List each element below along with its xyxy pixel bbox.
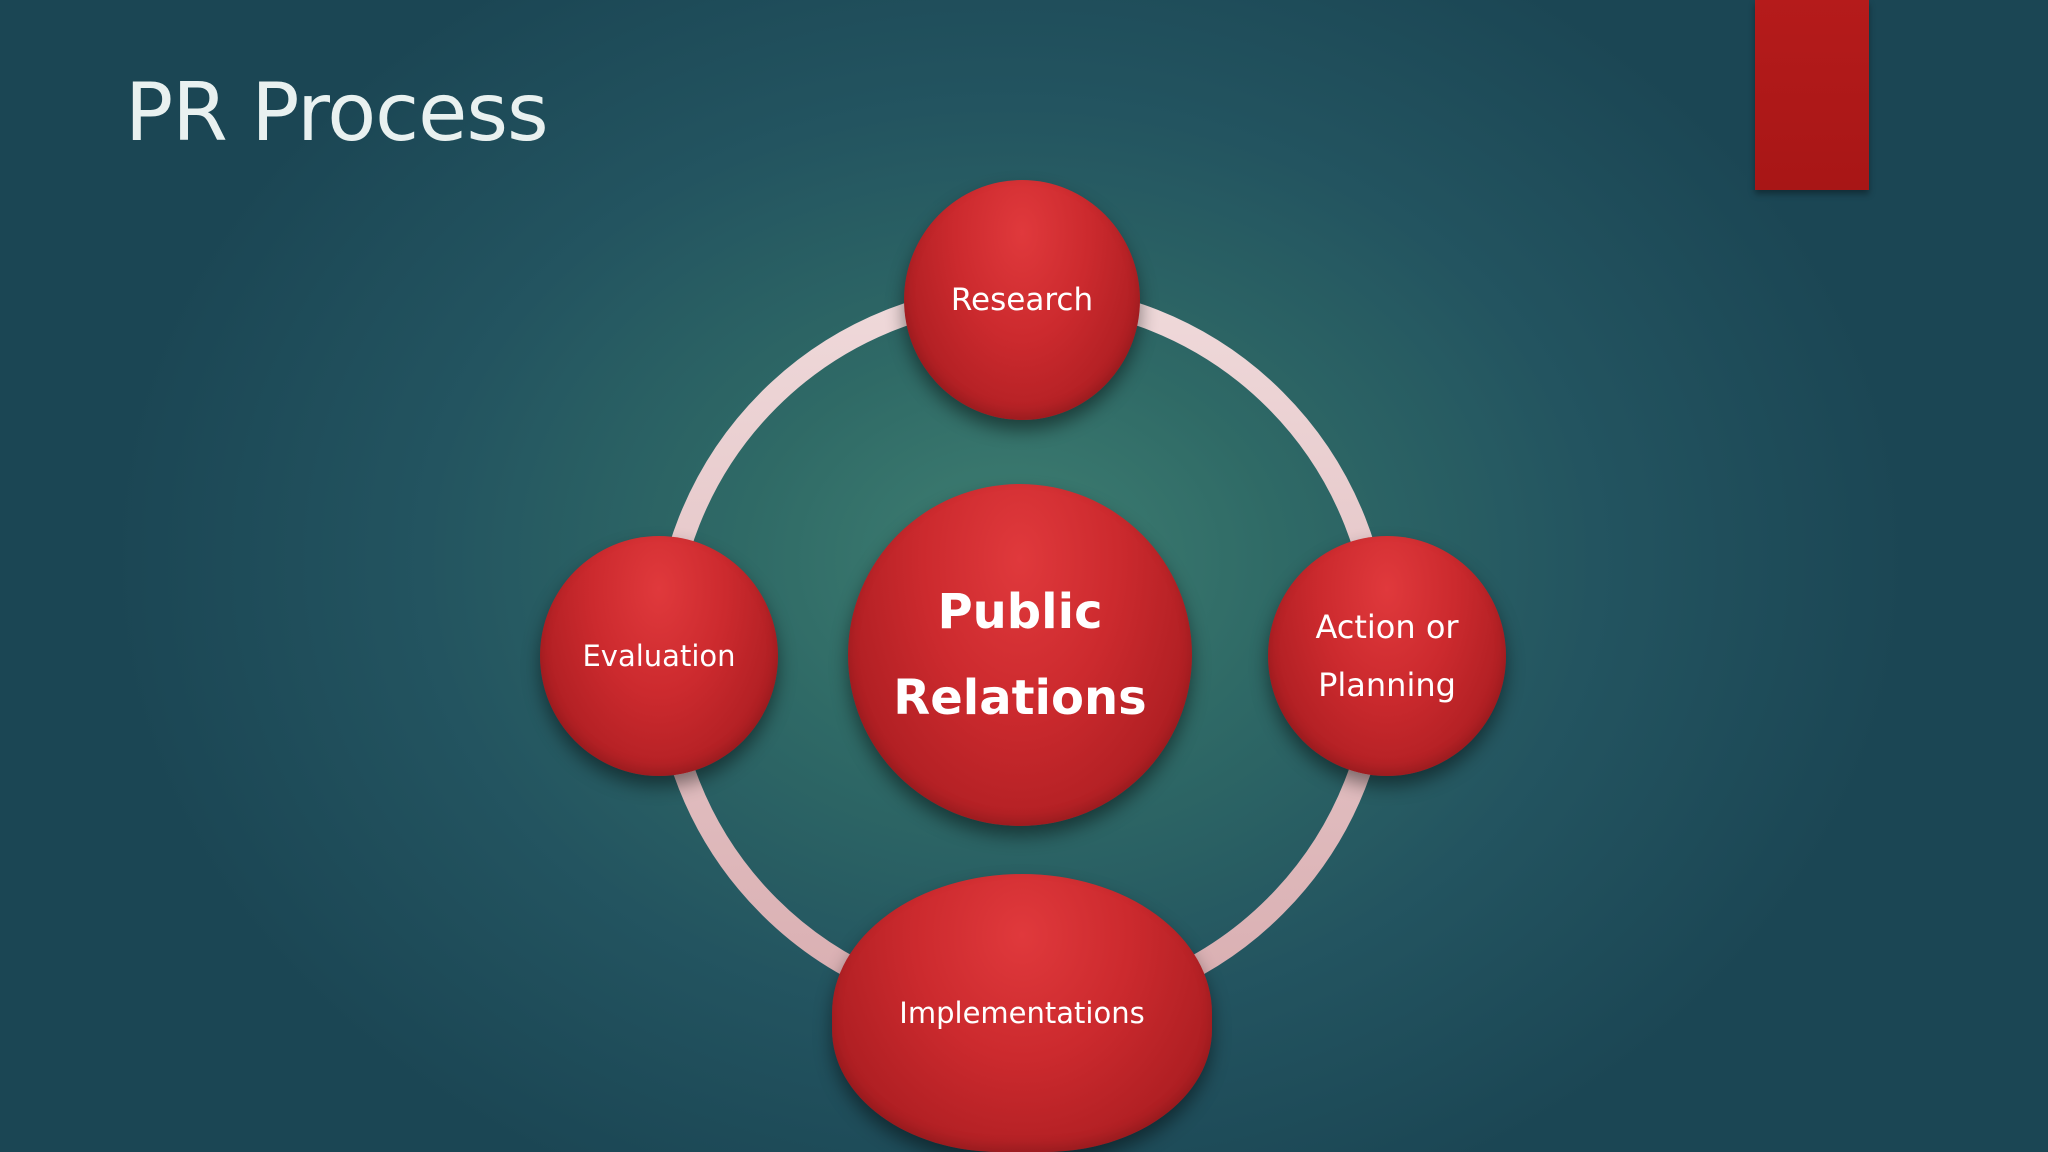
slide-title: PR Process [125, 66, 549, 159]
action-label-line2: Planning [1318, 666, 1456, 704]
center-label-line2: Relations [893, 670, 1147, 726]
center-label-line1: Public [937, 584, 1103, 640]
evaluation-label: Evaluation [582, 639, 736, 673]
action-label-line1: Action or [1315, 608, 1459, 646]
research-node: Research [904, 180, 1140, 420]
implementations-node: Implementations [832, 874, 1212, 1152]
implementations-label: Implementations [899, 996, 1145, 1030]
research-label: Research [950, 282, 1094, 318]
accent-bar [1755, 0, 1869, 190]
action-planning-node: Action or Planning [1268, 536, 1506, 776]
public-relations-center-node: Public Relations [848, 484, 1192, 826]
evaluation-node: Evaluation [540, 536, 778, 776]
